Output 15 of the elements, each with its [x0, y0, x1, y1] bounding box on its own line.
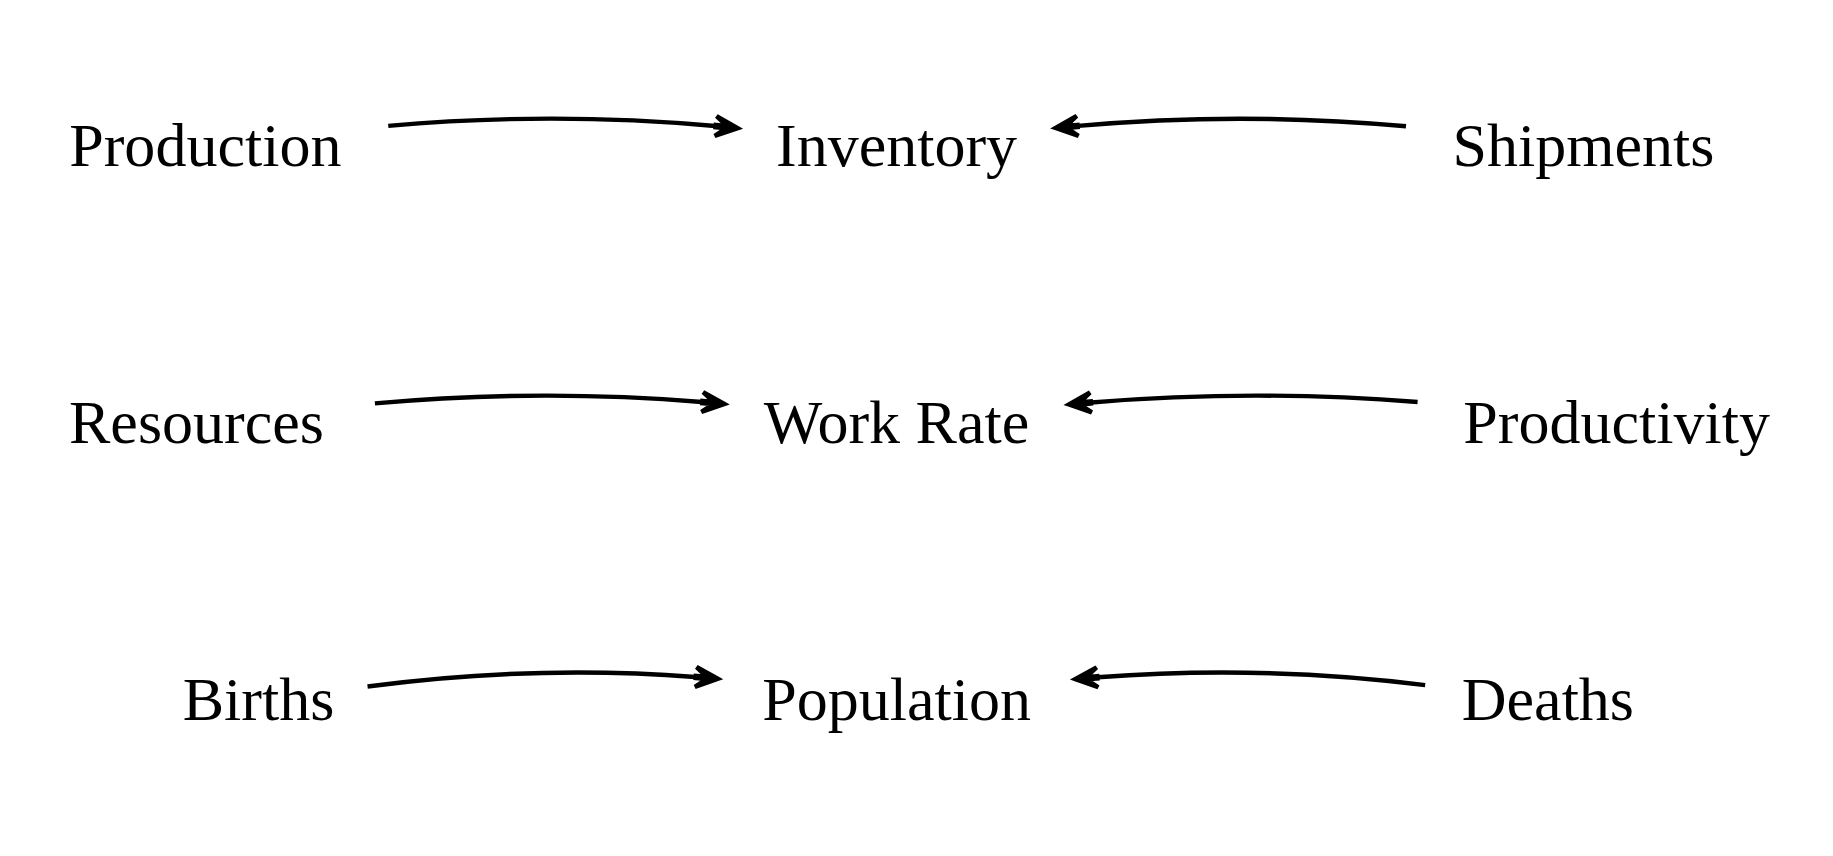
arrow: [367, 664, 721, 690]
node-text: Production: [69, 111, 342, 180]
arrow: [1053, 113, 1407, 139]
node-text: Shipments: [1452, 111, 1715, 180]
node-text: Work Rate: [763, 388, 1030, 457]
node-text: Productivity: [1463, 388, 1770, 457]
arrow: [388, 113, 740, 139]
node-text: Inventory: [776, 111, 1018, 180]
node-text: Deaths: [1461, 665, 1635, 734]
node-text: Births: [182, 665, 335, 734]
node-text: Resources: [69, 388, 324, 457]
arrow: [1066, 390, 1418, 415]
arrow: [1073, 665, 1426, 690]
arrow: [374, 389, 727, 415]
node-text: Population: [762, 665, 1031, 734]
